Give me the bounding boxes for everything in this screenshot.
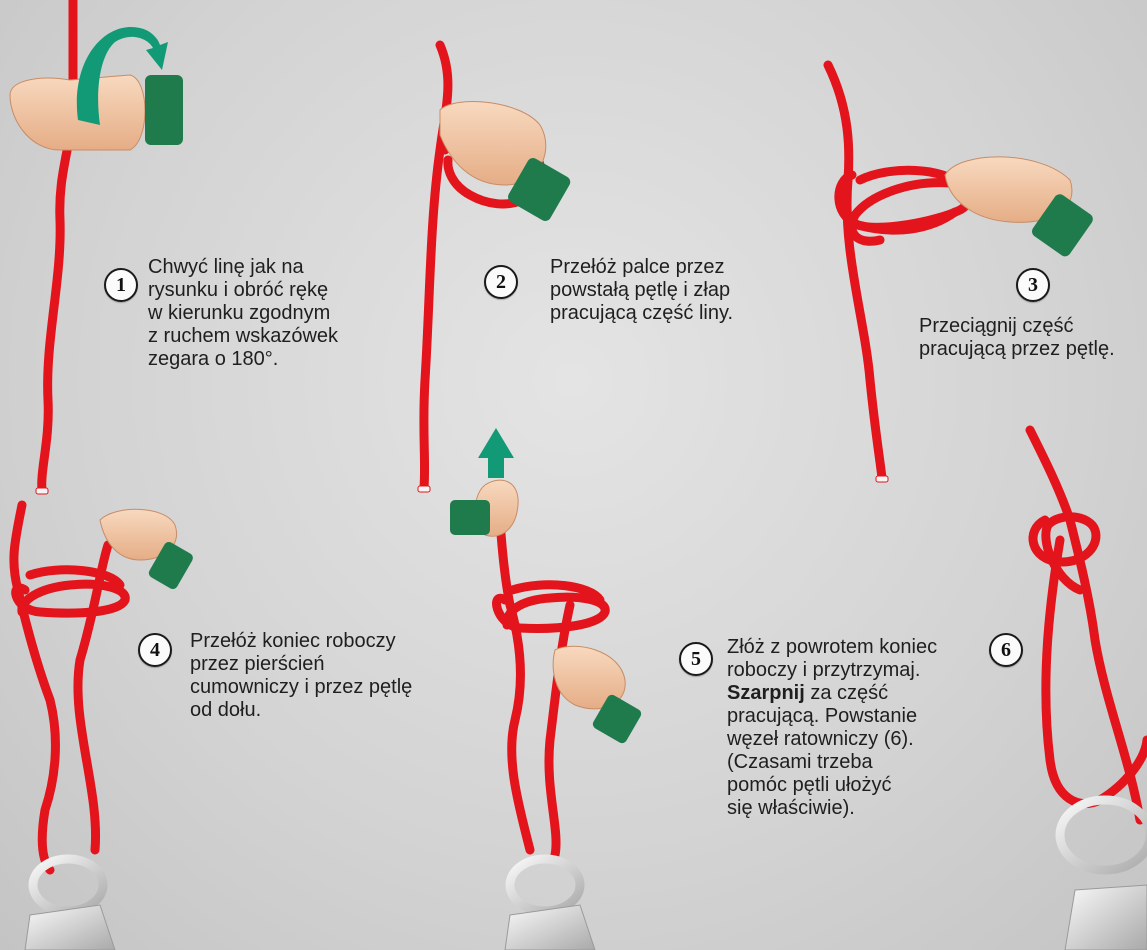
mooring-base-step-6 [1065, 885, 1147, 950]
caption-line: Złóż z powrotem koniec [727, 636, 937, 659]
caption-line: pracującą. Powstanie [727, 705, 937, 728]
step-number-3: 3 [1016, 268, 1050, 302]
working-end-step-4 [78, 545, 108, 850]
caption-line: węzeł ratowniczy (6). [727, 728, 937, 751]
caption-line: cumowniczy i przez pętlę [190, 676, 412, 699]
step-caption-2: Przełóż palce przez powstałą pętlę i zła… [550, 256, 733, 325]
caption-line: (Czasami trzeba [727, 751, 937, 774]
caption-line: roboczy i przytrzymaj. [727, 659, 937, 682]
caption-line: Chwyć linę jak na [148, 256, 338, 279]
step-number-5: 5 [679, 642, 713, 676]
caption-line: w kierunku zgodnym [148, 302, 338, 325]
step-number-6: 6 [989, 633, 1023, 667]
rope-step-3 [828, 65, 882, 478]
caption-line: przez pierścień [190, 653, 412, 676]
step-caption-1: Chwyć linę jak na rysunku i obróć rękę w… [148, 256, 338, 371]
caption-line-rest: za część [805, 682, 888, 704]
rope-step-1 [42, 0, 73, 490]
knot-step-4 [16, 570, 125, 613]
hand-step-5-bottom [553, 646, 643, 745]
pull-up-arrow-icon [478, 428, 514, 478]
step-caption-3: Przeciągnij część pracującą przez pętlę. [919, 315, 1115, 361]
caption-line: Przełóż koniec roboczy [190, 630, 412, 653]
caption-line: Przełóż palce przez [550, 256, 733, 279]
caption-line: zegara o 180°. [148, 348, 338, 371]
step-number-2: 2 [484, 265, 518, 299]
hand-step-5-top [450, 480, 518, 536]
caption-line: z ruchem wskazówek [148, 325, 338, 348]
caption-line: Szarpnij za część [727, 682, 937, 705]
mooring-base-step-5 [505, 905, 595, 950]
step-number-1: 1 [104, 268, 138, 302]
caption-line: rysunku i obróć rękę [148, 279, 338, 302]
rope-step-4 [14, 505, 56, 870]
step-caption-5: Złóż z powrotem koniec roboczy i przytrz… [727, 636, 937, 820]
step-number-4: 4 [138, 633, 172, 667]
caption-line: pracującą przez pętlę. [919, 338, 1115, 361]
step-caption-4: Przełóż koniec roboczy przez pierścień c… [190, 630, 412, 722]
caption-line: się właściwie). [727, 797, 937, 820]
rope-step-5 [500, 520, 530, 850]
caption-line: powstałą pętlę i złap [550, 279, 733, 302]
knot-step-5 [497, 585, 606, 629]
working-end-step-5 [549, 605, 570, 855]
caption-line: od dołu. [190, 699, 412, 722]
caption-line: pracującą część liny. [550, 302, 733, 325]
caption-emphasis: Szarpnij [727, 682, 805, 704]
mooring-base-step-4 [25, 905, 115, 950]
caption-line: Przeciągnij część [919, 315, 1115, 338]
hand-step-3 [945, 157, 1095, 259]
caption-line: pomóc pętli ułożyć [727, 774, 937, 797]
mooring-ring-step-4 [33, 800, 1147, 911]
